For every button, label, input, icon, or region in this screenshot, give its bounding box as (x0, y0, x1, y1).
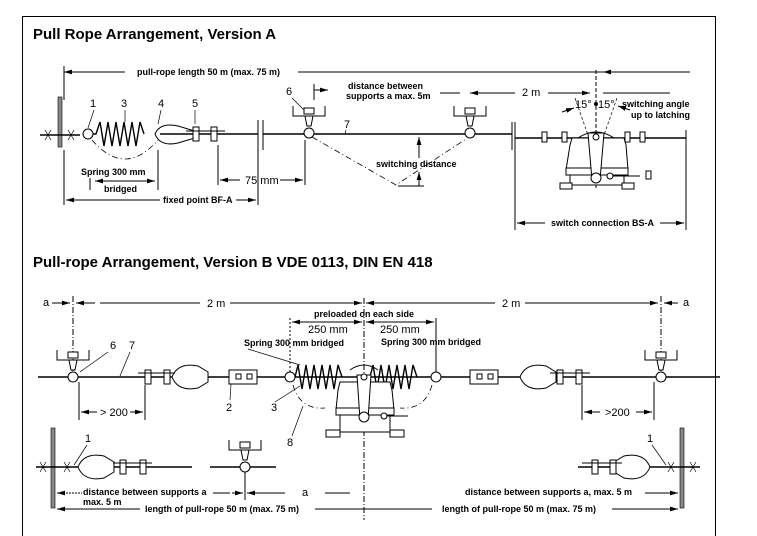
spring-left (294, 364, 343, 390)
label-distance-left: distance between supports a (83, 487, 208, 497)
callout-1: 1 (90, 98, 96, 110)
label-spring-300: Spring 300 mm (81, 167, 146, 177)
version-b-drawing: a 2 m 2 m a preloaded on each side 250 m… (36, 296, 720, 520)
turnbuckle (228, 369, 258, 385)
page-frame (22, 16, 716, 536)
label-length-right: length of pull-rope 50 m (max. 75 m) (442, 504, 596, 514)
callout-5: 5 (192, 98, 198, 110)
label-gt200-left: > 200 (100, 407, 128, 419)
rope-support (644, 350, 678, 383)
label-up-to-latching: up to latching (631, 110, 690, 120)
rope-clamp (138, 369, 176, 385)
thimble (171, 364, 209, 390)
rope-support (292, 106, 326, 139)
label-switching-angle: switching angle (622, 99, 690, 109)
version-a-drawing: pull-rope length 50 m (max. 75 m) distan… (40, 66, 690, 230)
label-angle-left: 15° (575, 99, 592, 111)
title-version-b: Pull-rope Arrangement, Version B VDE 011… (33, 254, 433, 271)
turnbuckle (469, 369, 499, 385)
label-max-5m-left: max. 5 m (83, 497, 122, 507)
title-version-a: Pull Rope Arrangement, Version A (33, 26, 277, 43)
callout-6-b: 6 (110, 340, 116, 352)
label-250mm-right: 250 mm (380, 324, 420, 336)
label-2m-a: 2 m (522, 87, 540, 99)
callout-6-a: 6 (286, 86, 292, 98)
callout-7-a: 7 (344, 119, 350, 131)
label-pull-rope-length: pull-rope length 50 m (max. 75 m) (137, 67, 280, 77)
label-250mm-left: 250 mm (308, 324, 348, 336)
label-a-right: a (683, 297, 690, 309)
label-spring-left: Spring 300 mm bridged (244, 338, 344, 348)
label-gt200-right: >200 (605, 407, 630, 419)
thimble (613, 454, 651, 480)
callout-8: 8 (287, 437, 293, 449)
thimble (519, 364, 557, 390)
callout-2: 2 (226, 402, 232, 414)
label-angle-right: 15° (598, 99, 615, 111)
fixed-post (50, 427, 56, 509)
label-length-left: length of pull-rope 50 m (max. 75 m) (145, 504, 299, 514)
thimble (77, 454, 115, 480)
label-supports-max: supports a max. 5m (346, 91, 431, 101)
label-switching-distance: switching distance (376, 159, 457, 169)
label-a-bottom: a (302, 487, 309, 499)
callout-4: 4 (158, 98, 164, 110)
label-preloaded: preloaded on each side (314, 309, 414, 319)
label-2m-left: 2 m (207, 298, 225, 310)
label-75mm: 75 mm (245, 175, 279, 187)
label-spring-right: Spring 300 mm bridged (381, 337, 481, 347)
callout-7-b: 7 (129, 340, 135, 352)
hook-eye (82, 128, 94, 140)
label-fixed-point: fixed point BF-A (163, 195, 233, 205)
rope-support (453, 106, 487, 139)
label-distance-right: distance between supports a, max. 5 m (465, 487, 632, 497)
label-2m-right: 2 m (502, 298, 520, 310)
rope-clamp (186, 126, 225, 142)
callout-3-b: 3 (271, 402, 277, 414)
callout-1-left: 1 (85, 433, 91, 445)
callout-3: 3 (121, 98, 127, 110)
rope-clamp (582, 459, 622, 475)
callout-1-right: 1 (647, 433, 653, 445)
label-switch-connection: switch connection BS-A (551, 218, 655, 228)
rope-clamp (113, 459, 152, 475)
label-distance-between: distance between (348, 81, 423, 91)
fixed-post (57, 96, 63, 148)
rope-support (56, 350, 90, 383)
switch-unit-a (515, 131, 686, 190)
switch-unit-b (325, 364, 408, 438)
fixed-post (679, 427, 685, 509)
rope-clamp (550, 369, 590, 385)
label-a-left: a (43, 297, 50, 309)
spring (93, 121, 145, 147)
label-bridged: bridged (104, 184, 137, 194)
